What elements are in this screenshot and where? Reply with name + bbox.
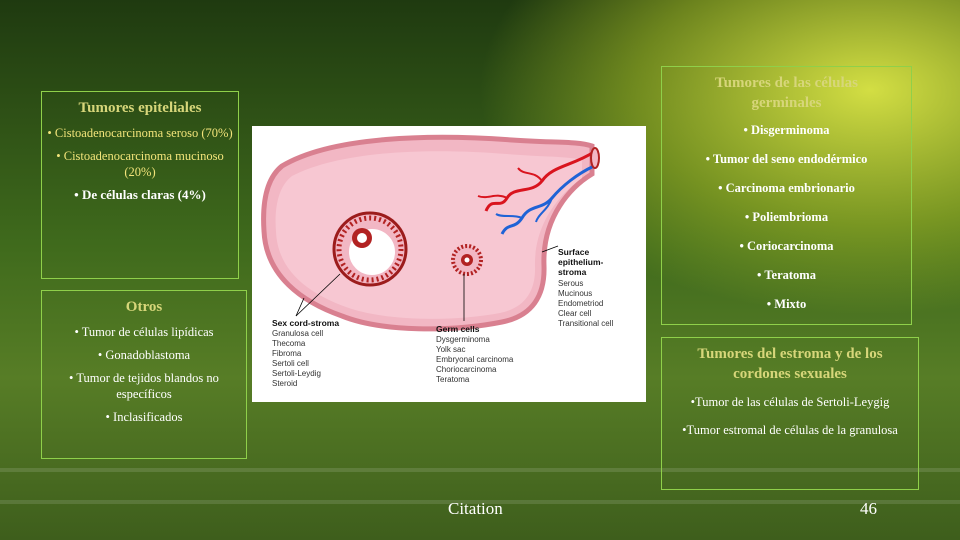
list-item: • Carcinoma embrionario [718, 181, 855, 195]
stroma-title: Tumores del estroma y de los cordones se… [697, 346, 883, 382]
list-item: • Coriocarcinoma [739, 239, 834, 253]
surface-items: Serous Mucinous Endometriod Clear cell T… [558, 279, 614, 328]
stroma-box: Tumores del estroma y de los cordones se… [661, 337, 919, 490]
decor-band [0, 468, 960, 472]
list-item: •Tumor de las células de Sertoli-Leygig [690, 395, 890, 409]
list-item: • Gonadoblastoma [97, 348, 191, 362]
epithelial-title: Tumores epiteliales [78, 100, 202, 116]
follicle-small [451, 244, 483, 276]
list-item: •Tumor estromal de células de la granulo… [682, 423, 898, 437]
citation-text: Citation [448, 499, 503, 518]
list-item: • Teratoma [757, 268, 816, 282]
germinal-title: Tumores de las células germinales [715, 75, 858, 111]
surface-label: Surface epithelium- stroma [558, 247, 606, 277]
ovary-diagram: Surface epithelium- stroma Serous Mucino… [252, 126, 646, 402]
epithelial-box: Tumores epiteliales • Cistoadenocarcinom… [41, 91, 239, 279]
list-item: • Mixto [766, 297, 807, 311]
list-item: • Poliembrioma [744, 210, 829, 224]
list-item: • Tumor del seno endodérmico [705, 152, 868, 166]
list-item: • Tumor de células lipídicas [74, 325, 214, 339]
list-item: • Cistoadenocarcinoma seroso (70%) [47, 126, 233, 140]
list-item: • Inclasificados [105, 410, 183, 424]
vein [500, 164, 595, 235]
sexcord-label: Sex cord-stroma [272, 318, 339, 328]
decor-band [0, 500, 960, 504]
artery-branch [477, 167, 543, 199]
germ-label: Germ cells [436, 324, 480, 334]
germinal-box: Tumores de las células germinales • Disg… [661, 66, 912, 325]
others-box: Otros • Tumor de células lipídicas • Gon… [41, 290, 247, 459]
list-item: • Cistoadenocarcinoma mucinoso (20%) [56, 149, 224, 179]
page-number: 46 [860, 499, 877, 518]
list-item: • De células claras (4%) [74, 187, 206, 202]
germ-items: Dysgerminoma Yolk sac Embryonal carcinom… [436, 335, 516, 384]
vein-branch [495, 197, 553, 223]
artery [484, 150, 595, 212]
follicle-large [332, 211, 408, 287]
list-item: • Disgerminoma [743, 123, 830, 137]
sexcord-items: Granulosa cell Thecoma Fibroma Sertoli c… [272, 329, 325, 388]
others-title: Otros [125, 299, 163, 315]
list-item: • Tumor de tejidos blandos no específico… [69, 371, 219, 401]
